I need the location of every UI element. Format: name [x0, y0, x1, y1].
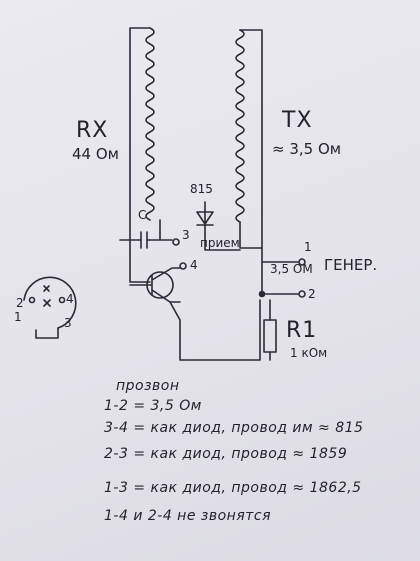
tx-label: TX: [282, 108, 313, 133]
rx-coil-wire: [129, 27, 151, 283]
connector-pin-label: 4: [66, 292, 74, 306]
capacitor-label: C: [138, 208, 147, 222]
diode-label: 815: [190, 182, 213, 196]
r1-label: R1: [286, 318, 318, 343]
tx-coil-wire: [239, 29, 299, 263]
pin-3-label: 3: [182, 228, 190, 242]
pin-4-label: 4: [190, 258, 198, 272]
priem-label: прием: [200, 236, 240, 250]
pin-2-label: 2: [308, 287, 316, 301]
notes-line: 2-3 = как диод, провод ≈ 1859: [104, 446, 348, 462]
pin-1-label: 1: [304, 240, 312, 254]
gener-label: ГЕНЕР.: [324, 256, 378, 274]
r1-value: 1 кОм: [290, 346, 328, 360]
notes-title: прозвон: [116, 378, 180, 394]
tap-value-label: 3,5 ОМ: [270, 262, 313, 276]
rx-label: RX: [76, 118, 109, 143]
connector-symbol: [23, 276, 77, 339]
connector-pin-label: 3: [64, 316, 72, 330]
notes-line: 1-3 = как диод, провод ≈ 1862,5: [104, 480, 362, 496]
connector-pin-label: 2: [16, 296, 24, 310]
capacitor-symbol: [119, 231, 161, 249]
rx-winding: [145, 27, 155, 221]
rx-value: 44 Ом: [72, 145, 119, 163]
tx-value: ≈ 3,5 Ом: [272, 140, 342, 158]
resistor-r1: [263, 319, 277, 353]
tx-winding: [235, 29, 245, 223]
diode-symbol: [196, 201, 214, 235]
notes-line: 3-4 = как диод, провод им ≈ 815: [104, 420, 364, 436]
connector-pin-label: 1: [14, 310, 22, 324]
notes-line: 1-4 и 2-4 не звонятся: [104, 508, 272, 524]
notes-line: 1-2 = 3,5 Ом: [104, 398, 202, 414]
